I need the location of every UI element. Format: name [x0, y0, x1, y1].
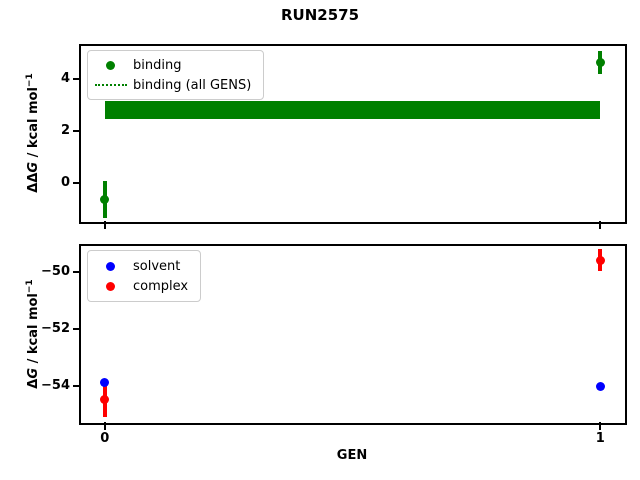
bottom-y-tick-label: −50	[41, 264, 70, 280]
bottom-legend: solvent complex	[87, 250, 202, 302]
binding-marker-icon	[106, 60, 115, 70]
bottom-y-tick-label: −54	[41, 377, 70, 393]
top-legend: binding binding (all GENS)	[87, 50, 265, 100]
bottom-x-tick-label: 1	[595, 431, 605, 446]
legend-label-binding-all-gens: binding (all GENS)	[133, 77, 252, 93]
top-y-tick	[73, 78, 79, 81]
top-x-tick	[103, 221, 106, 229]
legend-label-binding: binding	[133, 57, 182, 73]
top-plot-area	[79, 44, 627, 224]
legend-swatch-cell	[88, 84, 133, 86]
legend-item-binding-all-gens: binding (all GENS)	[88, 75, 251, 95]
solvent-marker-icon	[106, 261, 115, 271]
x-axis-label: GEN	[336, 448, 368, 463]
solvent-point	[100, 377, 110, 387]
legend-swatch-cell	[88, 60, 133, 70]
legend-label-solvent: solvent	[133, 258, 181, 274]
complex-point	[100, 394, 110, 404]
bottom-x-tick	[599, 422, 602, 430]
bottom-y-tick	[73, 271, 79, 274]
binding-all-gens-dotted-line-icon	[94, 84, 127, 86]
top-y-axis-label-var: G	[26, 161, 42, 173]
figure-title: RUN2575	[280, 6, 360, 24]
top-y-tick-label: 0	[60, 175, 70, 191]
bottom-y-tick	[73, 327, 79, 330]
legend-item-binding: binding	[88, 55, 251, 75]
binding-point	[100, 194, 110, 204]
top-y-tick-label: 2	[60, 123, 70, 139]
legend-item-complex: complex	[88, 276, 188, 296]
bottom-x-tick-label: 0	[100, 431, 110, 446]
legend-swatch-cell	[88, 261, 133, 271]
legend-item-solvent: solvent	[88, 256, 188, 276]
bottom-y-axis-label-sup: −1	[24, 279, 35, 294]
top-y-tick-label: 4	[60, 71, 70, 87]
top-y-tick	[73, 182, 79, 185]
legend-swatch-cell	[88, 281, 133, 291]
binding-all-gens-band	[104, 101, 601, 120]
top-y-tick	[73, 130, 79, 133]
solvent-point	[595, 382, 605, 392]
bottom-plot-area	[79, 244, 627, 425]
bottom-x-tick	[103, 422, 106, 430]
complex-marker-icon	[106, 281, 115, 291]
legend-label-complex: complex	[133, 278, 189, 294]
complex-point	[595, 255, 605, 265]
top-x-tick	[599, 221, 602, 229]
binding-point	[595, 58, 605, 68]
bottom-y-tick	[73, 384, 79, 387]
bottom-y-tick-label: −52	[41, 320, 70, 336]
